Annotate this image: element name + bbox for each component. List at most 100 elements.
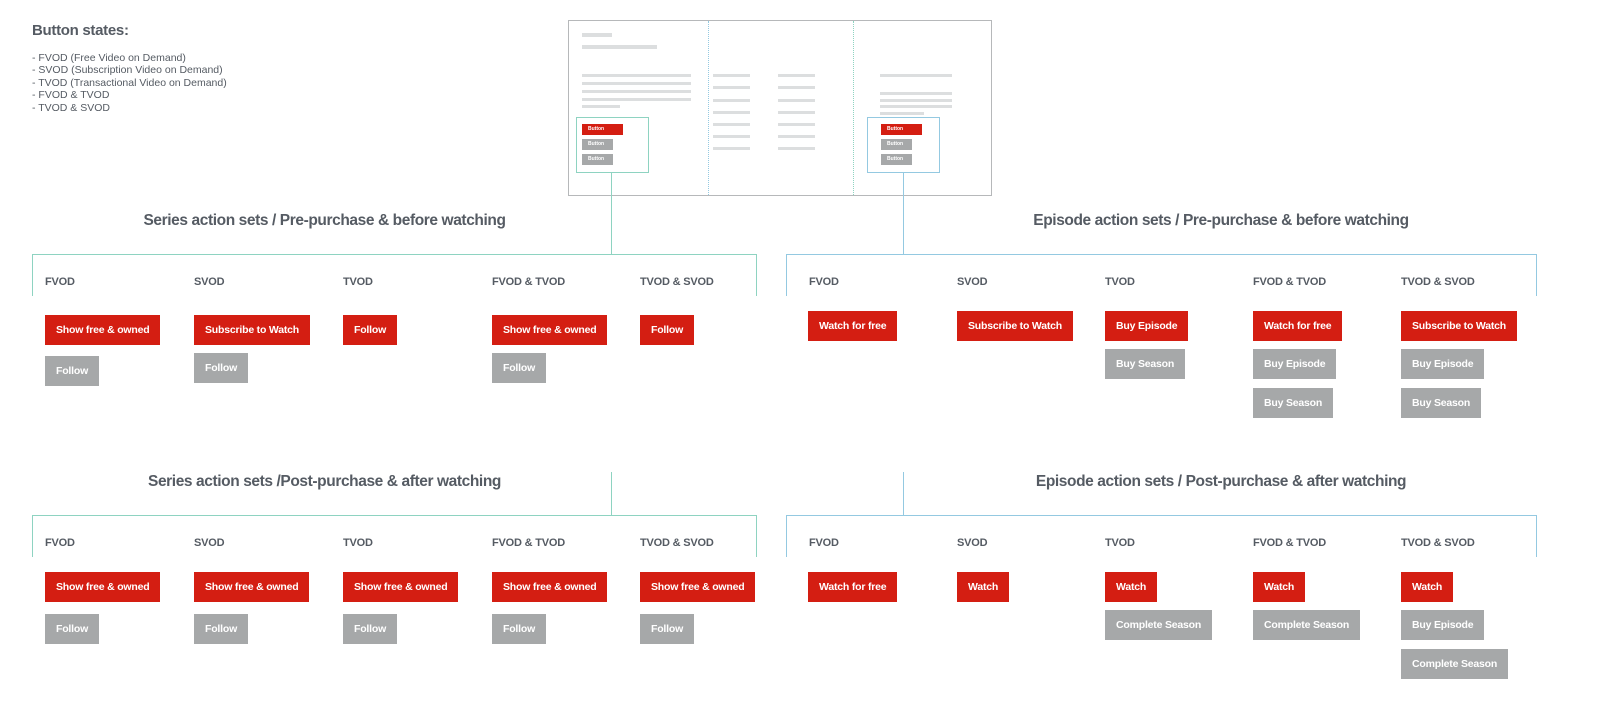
- complete-season-button[interactable]: Complete Season: [1401, 649, 1509, 679]
- wireframe-line: [713, 111, 750, 114]
- follow-button[interactable]: Follow: [640, 315, 695, 345]
- column-label: FVOD: [45, 276, 75, 288]
- column-label: TVOD: [343, 276, 373, 288]
- show-free-owned-button[interactable]: Show free & owned: [640, 572, 756, 602]
- wireframe-line: [778, 74, 815, 77]
- show-free-owned-button[interactable]: Show free & owned: [343, 572, 459, 602]
- legend-item: - TVOD & SVOD: [32, 101, 110, 114]
- column-label: SVOD: [957, 276, 988, 288]
- watch-button[interactable]: Watch: [1401, 572, 1454, 602]
- wireframe-button: Button: [881, 124, 922, 135]
- wireframe-line: [778, 135, 815, 138]
- show-free-owned-button[interactable]: Show free & owned: [194, 572, 310, 602]
- wireframe-divider: [853, 21, 854, 195]
- episode-post-bracket: [786, 515, 1537, 557]
- buy-episode-button[interactable]: Buy Episode: [1401, 610, 1485, 640]
- watch-button[interactable]: Watch: [1253, 572, 1306, 602]
- wireframe-line: [880, 99, 952, 102]
- series-pre-title: Series action sets / Pre-purchase & befo…: [143, 212, 506, 229]
- follow-button[interactable]: Follow: [45, 356, 100, 386]
- wireframe-line: [582, 90, 691, 93]
- column-label: FVOD: [809, 276, 839, 288]
- wireframe-line: [880, 105, 952, 108]
- wireframe-line: [880, 112, 924, 115]
- wireframe-button: Button: [881, 154, 912, 165]
- series-pre-bracket: [32, 254, 757, 296]
- legend-list: - FVOD (Free Video on Demand) - SVOD (Su…: [32, 52, 227, 114]
- column-label: SVOD: [194, 537, 225, 549]
- series-post-bracket: [32, 515, 757, 557]
- column-label: TVOD & SVOD: [1401, 537, 1475, 549]
- follow-button[interactable]: Follow: [343, 614, 398, 644]
- show-free-owned-button[interactable]: Show free & owned: [45, 572, 161, 602]
- show-free-owned-button[interactable]: Show free & owned: [492, 572, 608, 602]
- legend-title: Button states:: [32, 22, 129, 39]
- follow-button[interactable]: Follow: [640, 614, 695, 644]
- follow-button[interactable]: Follow: [194, 614, 249, 644]
- wireframe-line: [582, 105, 620, 108]
- episode-pre-title: Episode action sets / Pre-purchase & bef…: [1033, 212, 1409, 229]
- wireframe-line: [713, 135, 750, 138]
- subscribe-to-watch-button[interactable]: Subscribe to Watch: [957, 311, 1074, 341]
- buy-season-button[interactable]: Buy Season: [1105, 349, 1186, 379]
- wireframe-line: [582, 33, 612, 37]
- complete-season-button[interactable]: Complete Season: [1253, 610, 1361, 640]
- wireframe-line: [713, 99, 750, 102]
- wireframe-button: Button: [582, 139, 613, 150]
- column-label: TVOD: [343, 537, 373, 549]
- wireframe-divider: [708, 21, 709, 195]
- column-label: TVOD & SVOD: [1401, 276, 1475, 288]
- wireframe-line: [778, 86, 815, 89]
- series-post-title: Series action sets /Post-purchase & afte…: [148, 473, 501, 490]
- column-label: SVOD: [194, 276, 225, 288]
- buy-season-button[interactable]: Buy Season: [1253, 388, 1334, 418]
- wireframe-line: [713, 74, 750, 77]
- column-label: TVOD: [1105, 276, 1135, 288]
- legend-item: - SVOD (Subscription Video on Demand): [32, 64, 223, 77]
- column-label: FVOD & TVOD: [492, 276, 565, 288]
- watch-for-free-button[interactable]: Watch for free: [808, 572, 898, 602]
- complete-season-button[interactable]: Complete Season: [1105, 610, 1213, 640]
- column-label: TVOD & SVOD: [640, 276, 714, 288]
- wireframe-line: [778, 147, 815, 150]
- show-free-owned-button[interactable]: Show free & owned: [492, 315, 608, 345]
- buy-season-button[interactable]: Buy Season: [1401, 388, 1482, 418]
- wireframe-line: [778, 111, 815, 114]
- show-free-owned-button[interactable]: Show free & owned: [45, 315, 161, 345]
- watch-for-free-button[interactable]: Watch for free: [1253, 311, 1343, 341]
- subscribe-to-watch-button[interactable]: Subscribe to Watch: [1401, 311, 1518, 341]
- watch-for-free-button[interactable]: Watch for free: [808, 311, 898, 341]
- follow-button[interactable]: Follow: [194, 353, 249, 383]
- buy-episode-button[interactable]: Buy Episode: [1253, 349, 1337, 379]
- follow-button[interactable]: Follow: [343, 315, 398, 345]
- wireframe-line: [880, 92, 952, 95]
- follow-button[interactable]: Follow: [45, 614, 100, 644]
- wireframe-button: Button: [881, 139, 912, 150]
- wireframe-line: [582, 98, 691, 101]
- column-label: FVOD & TVOD: [492, 537, 565, 549]
- episode-connector-line: [903, 472, 904, 515]
- column-label: FVOD & TVOD: [1253, 276, 1326, 288]
- legend-item: - FVOD & TVOD: [32, 89, 110, 102]
- follow-button[interactable]: Follow: [492, 614, 547, 644]
- wireframe-line: [582, 74, 691, 77]
- wireframe-line: [713, 147, 750, 150]
- follow-button[interactable]: Follow: [492, 353, 547, 383]
- column-label: FVOD: [45, 537, 75, 549]
- episode-connector-line: [903, 172, 904, 255]
- legend-item: - TVOD (Transactional Video on Demand): [32, 76, 227, 89]
- buy-episode-button[interactable]: Buy Episode: [1401, 349, 1485, 379]
- wireframe-button-group-series: [576, 117, 649, 173]
- buy-episode-button[interactable]: Buy Episode: [1105, 311, 1189, 341]
- watch-button[interactable]: Watch: [1105, 572, 1158, 602]
- wireframe-line: [582, 45, 657, 49]
- episode-post-title: Episode action sets / Post-purchase & af…: [1035, 473, 1407, 490]
- watch-button[interactable]: Watch: [957, 572, 1010, 602]
- wireframe-line: [582, 82, 691, 85]
- column-label: SVOD: [957, 537, 988, 549]
- column-label: TVOD: [1105, 537, 1135, 549]
- wireframe-button: Button: [582, 124, 623, 135]
- series-connector-line: [611, 172, 612, 255]
- subscribe-to-watch-button[interactable]: Subscribe to Watch: [194, 315, 311, 345]
- wireframe-line: [713, 123, 750, 126]
